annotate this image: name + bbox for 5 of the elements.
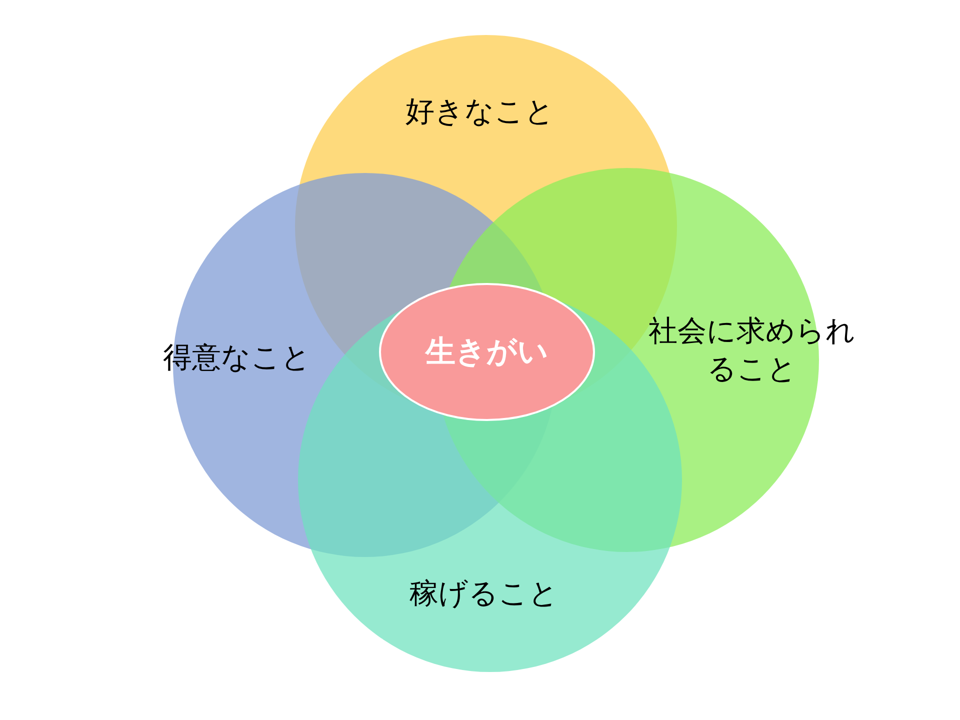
circle-label: 得意なこと [163, 339, 311, 377]
circle-label: 好きなこと [406, 93, 554, 131]
circle-label: 稼げること [410, 575, 558, 613]
circle-label: 社会に求められること [648, 312, 856, 388]
circle-label: 生きがい [426, 332, 548, 372]
